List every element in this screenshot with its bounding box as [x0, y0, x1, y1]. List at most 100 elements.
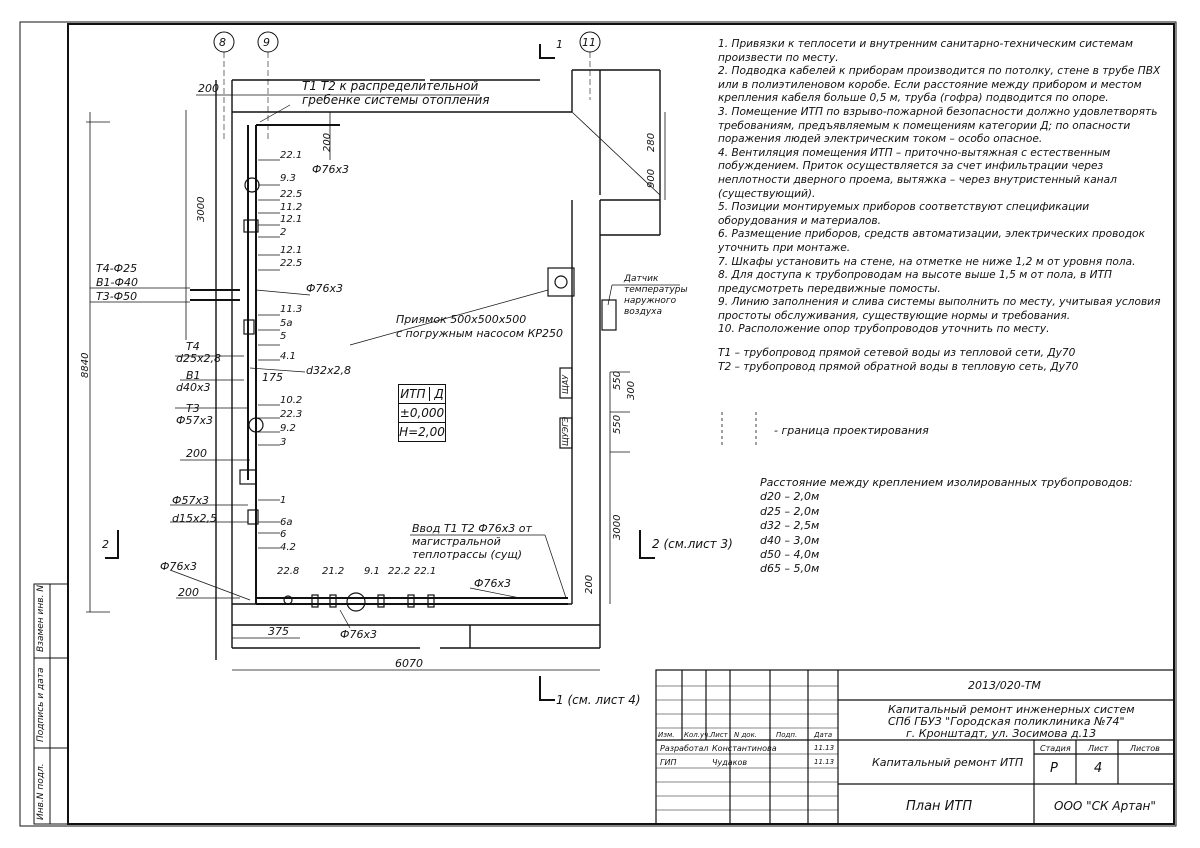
axis-8-label: 8: [219, 36, 226, 49]
marker: 22.5: [280, 258, 303, 269]
work-title: Капитальный ремонт ИТП: [872, 756, 1024, 769]
dim-3000-right: 3000: [612, 514, 623, 540]
section-marks: [105, 44, 655, 701]
room-tag: ИТП Д ±0,000 Н=2,00: [398, 384, 446, 442]
stamp-replace-inv: Взамен инв. N: [36, 584, 46, 652]
date-gip: 11.13: [814, 758, 835, 766]
phi76-mid: Ф76х3: [306, 282, 343, 295]
marker: 2: [280, 227, 287, 238]
room-walls: [215, 69, 661, 660]
distance-item: d25 – 2,0м: [760, 504, 820, 518]
pit-label-1: Приямок 500х500х500: [396, 313, 527, 326]
distance-item: d32 – 2,5м: [760, 519, 820, 533]
b1-label: В1: [186, 369, 201, 382]
room-level: ±0,000: [398, 403, 446, 422]
distance-item: d50 – 4,0м: [760, 548, 820, 562]
distance-item: d65 – 5,0м: [760, 562, 820, 576]
header-kol: Кол.уч.: [684, 731, 711, 739]
fittings: [239, 177, 617, 612]
marker: 6а: [280, 517, 293, 528]
side-stamp-lines: [33, 583, 69, 825]
marker: 4.2: [280, 542, 296, 553]
marker: 22.1: [414, 566, 437, 577]
intro-label-1: Ввод Т1 Т2 Ф76х3 от: [412, 522, 532, 535]
dim-6070: 6070: [395, 657, 423, 670]
note-item: 8. Для доступа к трубопроводам на высоте…: [718, 269, 1113, 295]
legend-line: Т2 – трубопровод прямой обратной воды в …: [718, 360, 1079, 373]
stamp-sign-date: Подпись и дата: [36, 667, 46, 742]
sheets-header: Листов: [1130, 744, 1160, 753]
title-block-thin: [656, 685, 838, 811]
sensor-label-2: температуры: [624, 285, 688, 295]
marker: 22.8: [277, 566, 300, 577]
drawing-frame: [67, 23, 1175, 825]
note-item: 4. Вентиляция помещения ИТП – приточно-в…: [718, 146, 1117, 200]
dim-550-a: 550: [612, 370, 623, 390]
sensor-label-4: воздуха: [624, 307, 662, 317]
support-distances: Расстояние между креплением изолированны…: [760, 476, 1133, 577]
general-notes: 1. Привязки к теплосети и внутренним сан…: [718, 38, 1168, 374]
dim-280: 280: [646, 132, 657, 152]
intro-label-3: теплотрассы (сущ): [412, 548, 523, 561]
stamp-inv-orig: Инв.N подл.: [36, 763, 46, 820]
dim-550-b: 550: [612, 414, 623, 434]
distances-title: Расстояние между креплением изолированны…: [760, 476, 1133, 489]
date-developer: 11.13: [814, 744, 835, 752]
object-line-1: Капитальный ремонт инженерных систем: [888, 703, 1135, 716]
marker: 6: [280, 529, 287, 540]
stage-value: Р: [1050, 761, 1058, 776]
dim-200-top: 200: [198, 82, 219, 95]
axis-11-label: 11: [582, 36, 596, 49]
legend-line: Т1 – трубопровод прямой сетевой воды из …: [718, 347, 1076, 360]
t4-25-label: Т4-Ф25: [96, 262, 138, 275]
stage-header: Стадия: [1040, 744, 1071, 753]
note-item: 6. Размещение приборов, средств автомати…: [718, 228, 1146, 254]
dim-200-mid: 200: [186, 447, 207, 460]
marker: 1: [280, 495, 287, 506]
d40-label: d40х3: [176, 381, 211, 394]
phi76-top: Ф76х3: [312, 163, 349, 176]
note-item: 9. Линию заполнения и слива системы выпо…: [718, 296, 1161, 322]
title-block-lines: [655, 669, 1175, 825]
header-ndok: N док.: [734, 731, 758, 739]
cabinet-shchuege: ЩУЭГЭ: [561, 416, 570, 446]
header-podp: Подп.: [776, 731, 798, 739]
marker: 12.1: [280, 214, 303, 225]
t3-label: Т3: [186, 402, 200, 415]
header-data: Дата: [814, 731, 833, 739]
marker: 5а: [280, 318, 293, 329]
header-izm: Изм.: [658, 731, 675, 739]
phi57b-label: Ф57х3: [172, 494, 209, 507]
cabinet-shchau: ЩАУ: [561, 374, 570, 394]
callout-top-1: Т1 Т2 к распределительной: [302, 79, 479, 93]
marker: 10.2: [280, 395, 303, 406]
marker: 9.1: [364, 566, 380, 577]
room-height: Н=2,00: [398, 422, 446, 442]
role-developer: Разработал: [660, 744, 709, 753]
marker: 3: [280, 437, 287, 448]
boundary-legend: - граница проектирования: [774, 424, 929, 437]
sensor-label-3: наружного: [624, 296, 677, 306]
room-name: ИТП: [400, 387, 426, 401]
room-category: Д: [429, 387, 444, 401]
dim-200-riser: 200: [322, 132, 333, 152]
distance-item: d40 – 3,0м: [760, 533, 820, 547]
axis-bubble-11: [579, 31, 601, 53]
drawing-title: План ИТП: [906, 799, 973, 814]
note-item: 7. Шкафы установить на стене, на отметке…: [718, 255, 1136, 268]
marker: 11.2: [280, 202, 303, 213]
note-item: 2. Подводка кабелей к приборам производи…: [718, 65, 1161, 105]
phi76-bottom: Ф76х3: [340, 628, 377, 641]
marker: 9.2: [280, 423, 296, 434]
d32-label: d32х2,8: [306, 364, 351, 377]
d15-label: d15х2,5: [172, 512, 217, 525]
pit-label-2: с погружным насосом КР250: [396, 327, 564, 340]
intro-label-2: магистральной: [412, 535, 501, 548]
distance-item: d20 – 2,0м: [760, 490, 820, 504]
object-line-3: г. Кронштадт, ул. Зосимова д.13: [906, 727, 1097, 740]
marker: 5: [280, 331, 287, 342]
note-item: 3. Помещение ИТП по взрыво-пожарной безо…: [718, 105, 1158, 146]
role-gip: ГИП: [660, 758, 677, 767]
dim-8840: 8840: [80, 352, 91, 378]
